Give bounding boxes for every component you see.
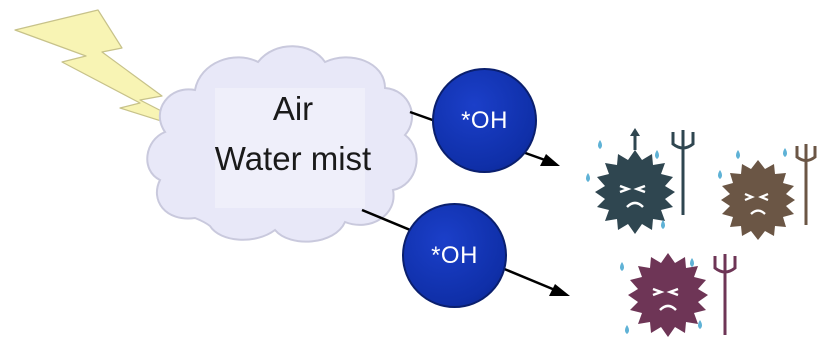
- pitchfork-icon: [713, 254, 737, 335]
- hydroxyl-radical-1: *OH: [432, 68, 537, 173]
- pitchfork-icon: [795, 144, 817, 225]
- radical-label: *OH: [461, 106, 508, 134]
- sweat-drop-icon: [620, 258, 702, 334]
- hydroxyl-radical-2: *OH: [402, 203, 507, 308]
- germ-icon: [586, 128, 695, 234]
- sweat-drop-icon: [718, 148, 787, 179]
- pitchfork-icon: [671, 130, 695, 215]
- germ-icon: [620, 253, 737, 337]
- cloud-icon: [146, 45, 418, 243]
- radical-label: *OH: [431, 241, 478, 269]
- cloud-label-air: Air: [272, 90, 314, 127]
- germ-icon: [718, 144, 817, 240]
- cloud-label-water-mist: Water mist: [214, 140, 372, 177]
- sweat-drop-icon: [586, 140, 665, 229]
